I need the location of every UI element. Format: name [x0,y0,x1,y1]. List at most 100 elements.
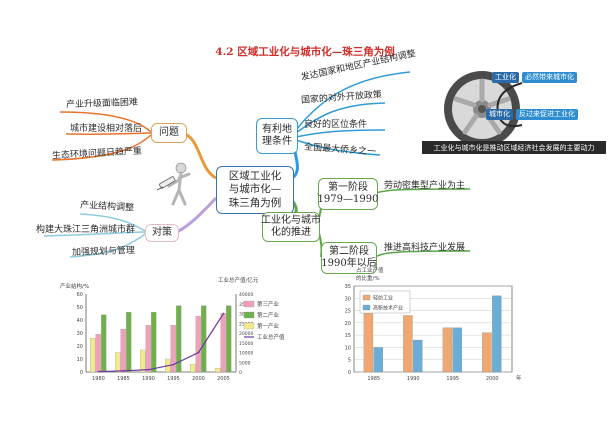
y-axis-label: 产业结构/% [60,282,89,290]
y-tick-label: 30 [77,331,83,337]
x-axis-label: 年 [516,374,522,382]
bar [452,327,462,373]
y-tick-label: 20 [345,321,351,327]
y-tick-label: 40 [77,318,83,324]
line-point [222,312,225,315]
y-tick-label: 60 [77,292,83,298]
stage-one-line: 1979—1990 [317,194,379,205]
y-tick-label-right: 10000 [239,351,253,357]
line-point [172,363,175,366]
legend-label: 第二产业 [257,311,280,319]
x-tick-label: 2000 [192,376,205,382]
x-tick-label: 1990 [142,376,155,382]
bar [215,367,221,373]
y-tick-label: 0 [348,370,351,376]
bar [176,305,182,373]
x-tick-label: 1985 [117,376,130,382]
legend-label: 第三产业 [257,300,280,308]
legend-label: 第一产业 [257,322,280,330]
person-with-syringe-icon [156,162,191,206]
favorable-item: 良好的区位条件 [304,120,368,130]
bar [126,312,132,373]
favorable-conditions-node: 有利地 理条件 [256,118,298,154]
problems-node: 问题 [151,123,187,143]
wheel-icon [444,71,523,147]
stage-two-description: 推进高科技产业发展 [384,243,466,253]
stage-one-node: 第一阶段 1979—1990 [318,178,378,210]
y-tick-label-right: 0 [239,370,242,376]
y-axis-label: 占工业产值 [356,266,384,274]
promotion-label-line: 工业化与城市 [261,214,321,226]
legend-swatch [243,311,255,319]
y-tick-label: 25 [345,309,351,315]
stage-one-line: 第一阶段 [328,181,368,193]
center-line: 珠三角为例 [228,196,282,209]
y-tick-label-right: 5000 [239,360,251,366]
bar [482,332,492,373]
y-tick-label: 5 [348,358,351,364]
legend-box [359,290,411,314]
legend-swatch [243,300,255,308]
y-tick-label-right: 15000 [239,341,253,347]
countermeasures-node: 对策 [145,224,179,242]
urbanization-badge: 城市化 [486,109,513,120]
legend-swatch [362,304,371,311]
y-tick-label: 10 [345,345,351,351]
problem-item: 城市建设相对落后 [70,124,143,134]
center-line: 区域工业化 [228,170,282,183]
x-tick-label: 1985 [367,376,380,382]
center-node: 区域工业化 与城市化— 珠三角为例 [216,166,294,214]
bar [145,325,151,373]
line-point [197,351,200,354]
countermeasure-item: 构建大珠江三角洲城市群 [36,225,136,235]
x-tick-label: 1995 [167,376,180,382]
stage-one-description: 劳动密集型产业为主 [384,181,466,191]
y-axis-label-right: 工业总产值/亿元 [218,276,259,284]
bar [201,305,207,373]
favorable-label-line: 理条件 [262,136,292,147]
legend-label: 工业总产值 [257,333,285,341]
bar [90,338,96,373]
line-point [122,369,125,372]
bar [413,339,423,373]
y-axis-label: 的比重/% [356,274,380,282]
x-tick-label: 1990 [407,376,420,382]
industrialization-badge: 工业化 [492,72,519,83]
y-tick-label: 20 [77,344,83,350]
favorable-label-line: 有利地 [262,123,292,135]
y-tick-label: 50 [77,305,83,311]
legend-label: 轻纺工业 [373,295,393,302]
series-line [98,313,225,373]
bar [492,295,502,373]
bar [151,312,157,373]
bar [140,349,146,373]
x-tick-label: 1980 [92,376,105,382]
bar [115,352,121,373]
bar [195,315,201,373]
page-title: 4.2 区域工业化与城市化—珠三角为例 [215,46,395,58]
bar [190,364,196,373]
y-tick-label: 35 [345,284,351,290]
y-tick-label: 0 [80,370,83,376]
wheel-caption: 工业化与城市化是推动区域经济社会发展的主要动力 [422,141,606,154]
y-tick-label-right: 20000 [239,331,253,337]
bar [442,327,453,373]
bar [363,307,374,373]
y-tick-label: 10 [77,357,83,363]
urbanization-text: 反过来促进工业化 [516,109,578,120]
x-tick-label: 2000 [486,376,499,382]
stage-two-line: 1990年以后 [321,258,377,269]
legend-label: 高新技术产业 [373,305,403,312]
legend-swatch [362,294,371,301]
stage-two-line: 第二阶段 [329,245,369,257]
promotion-node: 工业化与城市 化的推进 [261,212,321,242]
bar [403,315,413,373]
industrialization-text: 必然带来城市化 [522,72,577,83]
x-tick-label: 1995 [446,376,459,382]
line-point [97,370,100,373]
bar [170,325,176,373]
bar [226,305,232,373]
